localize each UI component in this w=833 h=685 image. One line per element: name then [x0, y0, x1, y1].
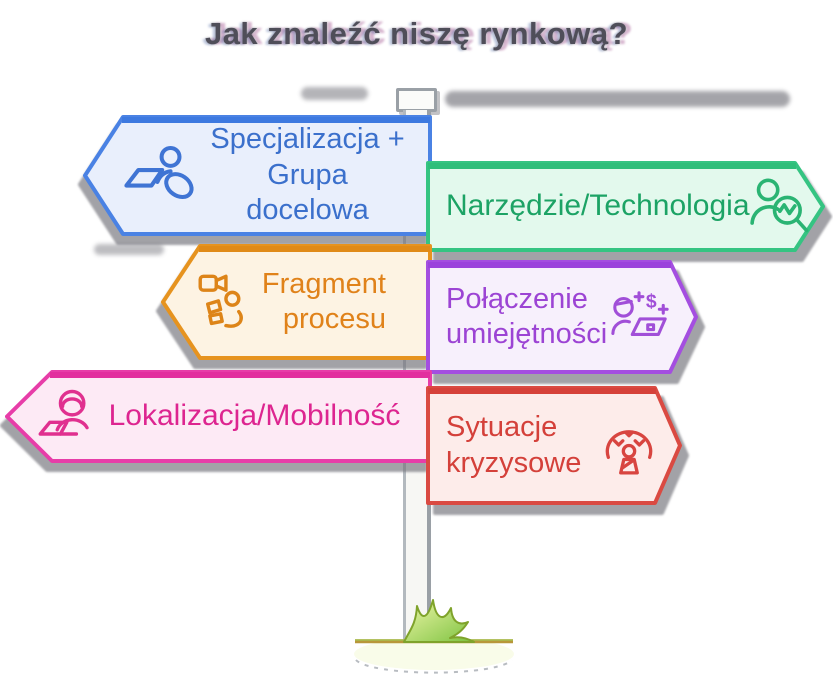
sign-label-line2: kryzysowe — [446, 446, 582, 479]
sign-arrow-shape — [426, 386, 682, 505]
sign-skills-combination: Połączenie umiejętności $ — [426, 260, 698, 374]
sign-label-line1: Połączenie — [446, 282, 588, 315]
person-laptop-dollar-icon: $ — [608, 289, 672, 345]
page-title-ghost: Jak znaleźć niszę rynkową? — [201, 17, 626, 52]
sign-label-line1: Fragment — [261, 267, 386, 300]
sign-label-line2: procesu — [282, 303, 386, 335]
sign-process-fragment: Fragment procesu — [161, 244, 432, 360]
blur-artifact — [445, 91, 790, 107]
person-with-laptop-icon — [35, 388, 105, 446]
sign-label-line2: umiejętności — [446, 318, 608, 350]
sign-arrow-shape — [426, 260, 698, 374]
sign-specialization-target-group: Specjalizacja + Grupa docelowa — [83, 115, 432, 236]
grass-mound-icon — [354, 599, 514, 674]
sign-label-line1: Lokalizacja/Mobilność — [108, 399, 401, 433]
camera-and-person-icon — [197, 272, 257, 332]
sign-arrow-shape — [426, 161, 825, 252]
sign-arrow-shape — [161, 244, 432, 360]
page-title-ghost: Jak znaleźć niszę rynkową? — [209, 16, 634, 51]
sign-label-line1: Specjalizacja + — [210, 123, 405, 156]
person-with-laptop-icon — [119, 145, 203, 207]
svg-text:$: $ — [646, 290, 657, 312]
sign-crisis-situations: Sytuacje kryzysowe — [426, 386, 682, 505]
sign-tool-technology: Narzędzie/Technologia — [426, 161, 825, 252]
signpost-pole-cap — [396, 88, 437, 112]
blur-artifact — [94, 244, 164, 255]
sign-localization-mobility: Lokalizacja/Mobilność — [5, 370, 432, 463]
person-with-magnifier-icon — [749, 178, 814, 235]
sign-arrow-shape — [5, 370, 432, 463]
sign-label-line1: Narzędzie/Technologia — [446, 189, 750, 223]
page-title: Jak znaleźć niszę rynkową? Jak znaleźć n… — [0, 16, 833, 62]
person-under-storm-icon — [598, 415, 660, 477]
sign-label-line1: Sytuacje — [446, 411, 558, 444]
blur-artifact — [301, 87, 368, 100]
sign-label-line2: Grupa docelowa — [246, 158, 369, 227]
